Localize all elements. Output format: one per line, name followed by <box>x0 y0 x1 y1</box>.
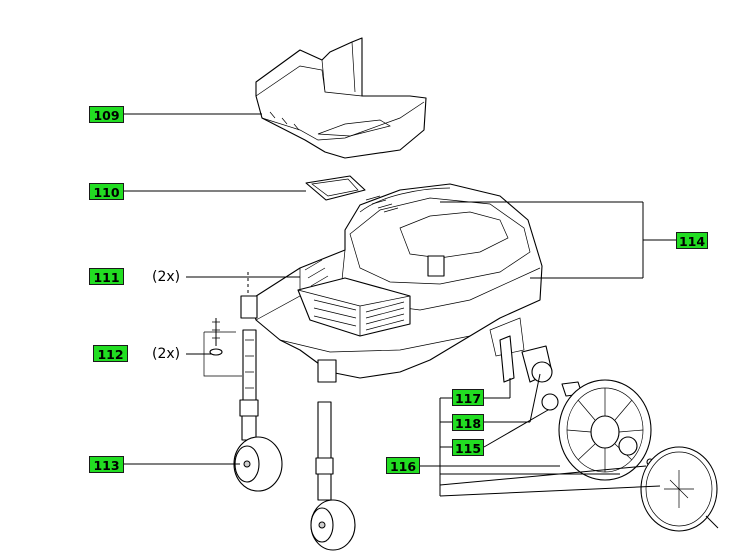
part-label-115: 115 <box>452 439 484 456</box>
part-label-118: 118 <box>452 414 484 431</box>
part-111-filter <box>297 277 411 337</box>
part-label-112: 112 <box>93 345 128 362</box>
part-112-screw <box>203 318 242 377</box>
part-113-caster <box>233 295 283 492</box>
part-110-cover <box>305 175 366 201</box>
part-label-114: 114 <box>676 232 708 249</box>
caster-right <box>310 359 356 551</box>
quantity-label-111: (2x) <box>152 269 181 285</box>
part-label-116: 116 <box>386 457 420 474</box>
part-label-113: 113 <box>89 456 124 473</box>
part-109-tray <box>255 37 427 159</box>
part-label-111: 111 <box>89 268 124 285</box>
part-label-110: 110 <box>89 183 124 200</box>
part-115-116-wheel-assembly <box>499 335 719 532</box>
part-114-housing <box>249 183 543 379</box>
part-label-109: 109 <box>89 106 124 123</box>
quantity-label-112: (2x) <box>152 346 181 362</box>
part-label-117: 117 <box>452 389 484 406</box>
leader-lines <box>124 113 676 497</box>
